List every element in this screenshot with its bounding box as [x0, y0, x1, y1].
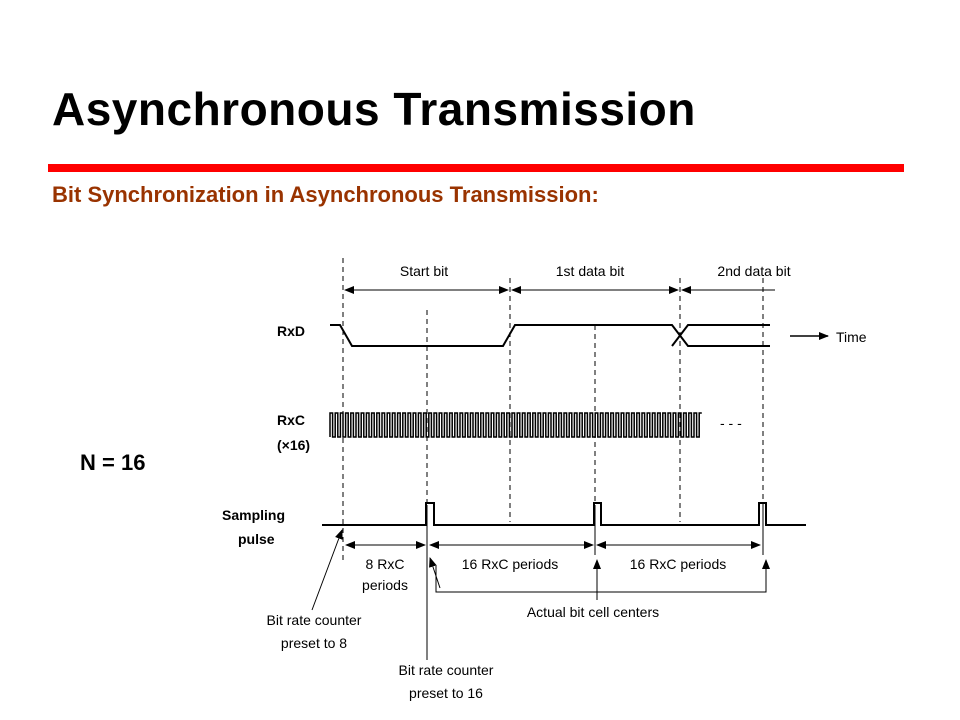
sampling-label: Sampling [222, 507, 285, 523]
preset16-pointer-arrow [429, 557, 441, 589]
slide-subtitle: Bit Synchronization in Asynchronous Tran… [52, 182, 599, 207]
preset16-line2: preset to 16 [409, 685, 483, 701]
start-bit-label: Start bit [400, 263, 448, 279]
annotation-pointers [311, 529, 770, 611]
sixteen-periods-b: 16 RxC periods [630, 556, 727, 572]
rxd-label: RxD [277, 323, 305, 339]
title-rule [48, 164, 904, 172]
rxd-waveform [330, 324, 770, 347]
pulse-label: pulse [238, 531, 275, 547]
time-label: Time [836, 329, 867, 345]
preset16-line1: Bit rate counter [399, 662, 494, 678]
first-data-bit-label: 1st data bit [556, 263, 625, 279]
eight-periods-line1: 8 RxC [366, 556, 405, 572]
reference-lines [342, 258, 764, 560]
slide-title: Asynchronous Transmission [52, 83, 696, 135]
n-label: N = 16 [80, 450, 146, 475]
actual-bit-centers-label: Actual bit cell centers [527, 604, 659, 620]
solid-markers [426, 505, 764, 660]
sampling-waveform [322, 502, 806, 526]
second-data-bit-label: 2nd data bit [717, 263, 790, 279]
rxc-waveform [329, 412, 702, 438]
eight-periods-line2: periods [362, 577, 408, 593]
preset8-pointer [311, 529, 343, 611]
preset8-line1: Bit rate counter [267, 612, 362, 628]
rxc-ellipsis: - - - [720, 415, 742, 431]
rxc-label: RxC [277, 412, 305, 428]
preset8-line2: preset to 8 [281, 635, 347, 651]
rxc-multiplier-label: (×16) [277, 437, 310, 453]
sixteen-periods-a: 16 RxC periods [462, 556, 559, 572]
